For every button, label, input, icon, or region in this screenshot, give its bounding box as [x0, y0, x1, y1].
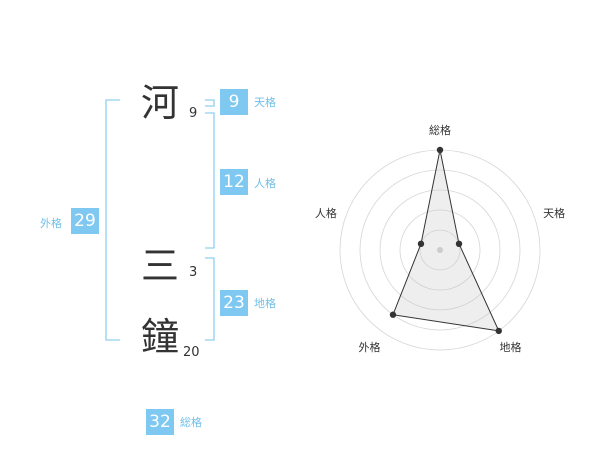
gaikaku-label: 外格	[40, 217, 62, 230]
chikaku-label: 地格	[254, 297, 276, 310]
tenkaku-value-badge: 9	[220, 89, 248, 115]
tenkaku-label: 天格	[254, 96, 276, 109]
radar-axis-label: 外格	[358, 340, 380, 354]
radar-data-point	[455, 240, 463, 248]
tenkaku-bracket	[205, 99, 215, 107]
radar-data-point	[417, 240, 425, 248]
radar-data-point	[389, 311, 397, 318]
soukaku-value-badge: 32	[146, 409, 174, 435]
chikaku-value-badge: 23	[220, 290, 248, 316]
radar-grid-ring	[419, 229, 461, 271]
radar-series-polygon	[392, 149, 500, 332]
chikaku-bracket	[205, 257, 215, 341]
stroke-count-2: 3	[189, 265, 198, 280]
gaikaku-value-badge: 29	[71, 208, 99, 234]
radar-grid-ring	[379, 189, 501, 311]
gaikaku-bracket	[105, 99, 120, 341]
stroke-count-3: 20	[183, 345, 200, 360]
radar-center	[437, 247, 443, 253]
radar-axis-label: 人格	[315, 206, 337, 220]
radar-axis-label: 天格	[543, 206, 565, 220]
jinkaku-bracket	[205, 112, 215, 249]
soukaku-label: 総格	[180, 416, 202, 429]
radar-data-point	[495, 327, 502, 335]
stroke-count-1: 9	[189, 106, 198, 121]
name-char-3: 鐘	[141, 315, 180, 359]
radar-data-point	[436, 146, 444, 154]
jinkaku-value-badge: 12	[220, 169, 248, 195]
name-char-2: 三	[141, 244, 180, 288]
jinkaku-label: 人格	[254, 177, 276, 190]
name-char-1: 河	[141, 81, 180, 125]
radar-axis-label: 総格	[429, 123, 451, 137]
radar-grid-ring	[359, 169, 521, 331]
radar-axis-label: 地格	[500, 340, 522, 354]
radar-grid-ring	[399, 209, 481, 291]
